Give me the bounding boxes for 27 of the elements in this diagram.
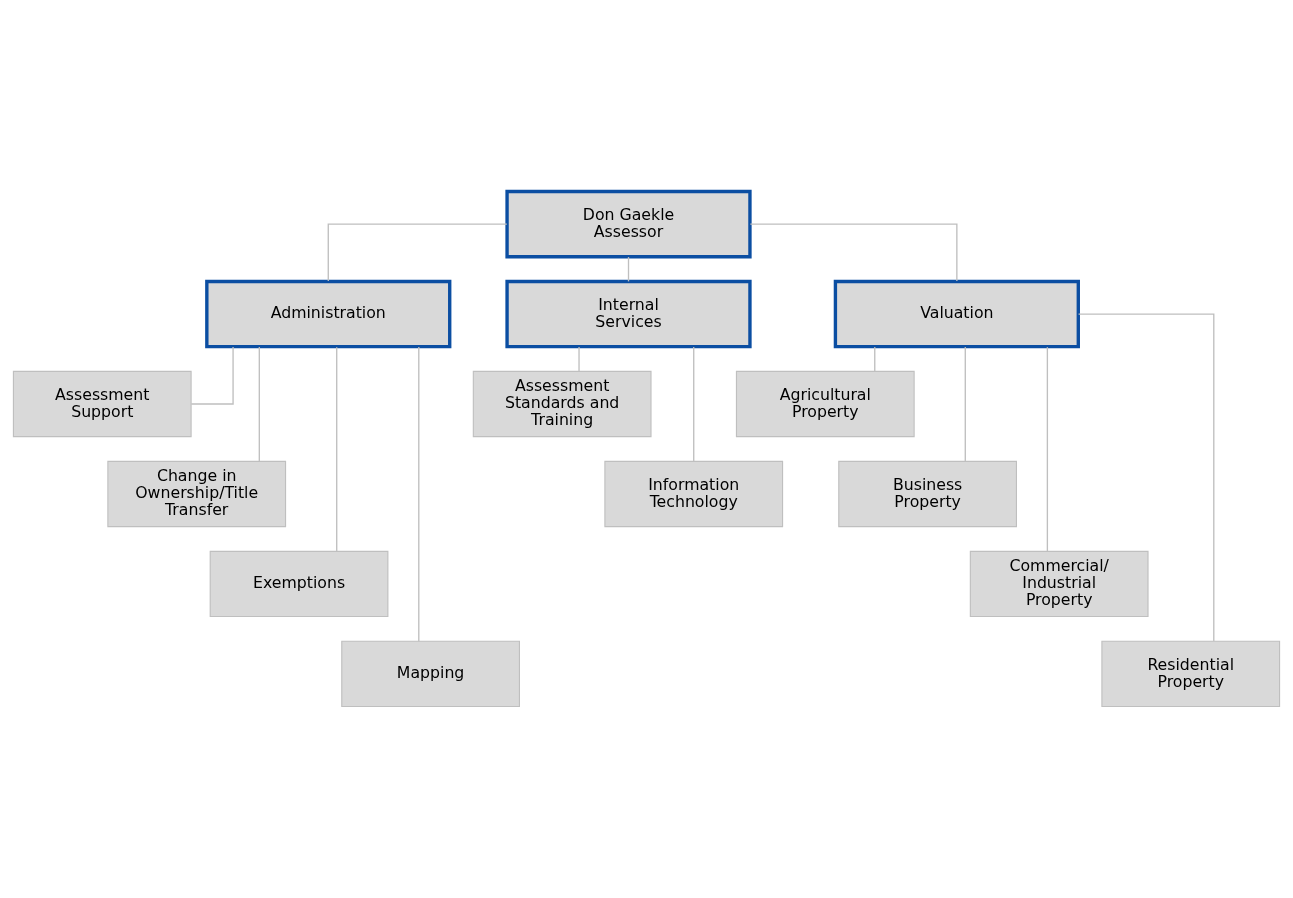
node-box: Valuation	[833, 279, 1080, 349]
connector	[874, 346, 876, 372]
node-box: Mapping	[341, 640, 520, 708]
connector	[693, 346, 695, 462]
connector	[964, 346, 966, 462]
node-box: Agricultural Property	[735, 370, 915, 438]
node-box: Assessment Support	[12, 370, 192, 438]
connector	[190, 346, 234, 405]
connector	[1077, 313, 1215, 642]
connector	[418, 346, 420, 642]
connector	[258, 346, 260, 462]
connector	[578, 346, 580, 372]
node-box: Assessment Standards and Training	[472, 370, 652, 438]
connector	[336, 346, 338, 552]
connector	[627, 256, 630, 283]
node-box: Internal Services	[505, 279, 752, 349]
node-box: Information Technology	[604, 460, 784, 528]
node-box: Don Gaekle Assessor	[505, 189, 752, 259]
node-box: Commercial/ Industrial Property	[969, 550, 1149, 618]
connector	[749, 223, 958, 282]
node-box: Residential Property	[1101, 640, 1281, 708]
node-box: Business Property	[838, 460, 1017, 528]
connector	[327, 223, 508, 282]
node-box: Administration	[205, 279, 452, 349]
node-box: Exemptions	[209, 550, 389, 618]
node-box: Change in Ownership/Title Transfer	[107, 460, 287, 528]
connector	[1046, 346, 1049, 552]
